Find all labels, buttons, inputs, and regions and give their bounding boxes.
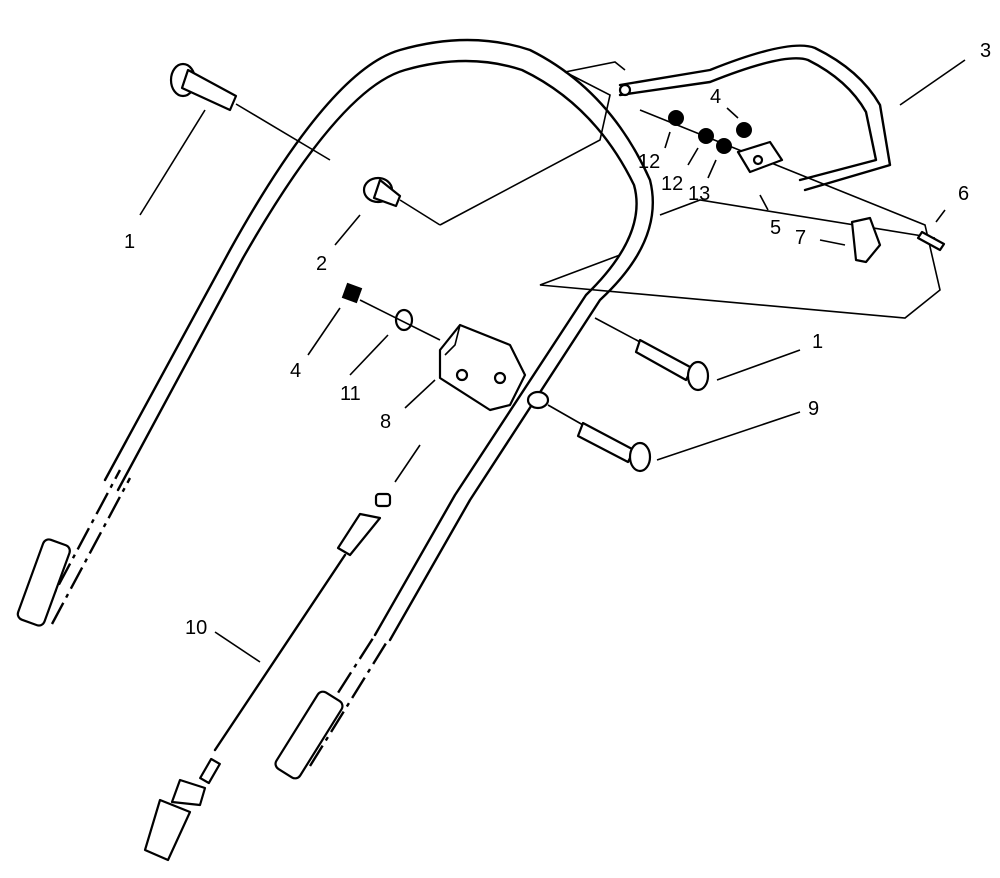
spacer <box>362 176 441 226</box>
callout-2: 2 <box>316 253 327 275</box>
callout-13: 13 <box>688 183 710 205</box>
control-cable <box>143 492 392 862</box>
callout-1-lower: 1 <box>812 331 823 353</box>
callout-1-upper: 1 <box>124 231 135 253</box>
leader-lines <box>139 59 966 663</box>
callout-11: 11 <box>340 383 361 405</box>
callout-3: 3 <box>980 40 991 62</box>
callout-7: 7 <box>795 227 806 249</box>
callout-numbers: 1 1 2 3 4 4 5 6 7 8 9 10 11 12 12 13 <box>124 40 991 639</box>
callout-8: 8 <box>380 411 391 433</box>
main-handle-tube <box>16 38 654 780</box>
nut-and-washer <box>341 282 441 341</box>
upper-hardware <box>668 110 946 264</box>
callout-5: 5 <box>770 217 781 239</box>
cable-bracket <box>438 323 527 412</box>
callout-4-lower: 4 <box>290 360 301 382</box>
callout-12-right: 12 <box>661 173 683 195</box>
callout-6: 6 <box>958 183 969 205</box>
callout-10: 10 <box>185 617 207 639</box>
bail-handle <box>618 44 892 192</box>
callout-4-upper: 4 <box>710 86 721 108</box>
bolt-upper-left <box>169 62 331 161</box>
bolts-right <box>526 317 710 473</box>
callout-12-left: 12 <box>638 151 660 173</box>
callout-9: 9 <box>808 398 819 420</box>
